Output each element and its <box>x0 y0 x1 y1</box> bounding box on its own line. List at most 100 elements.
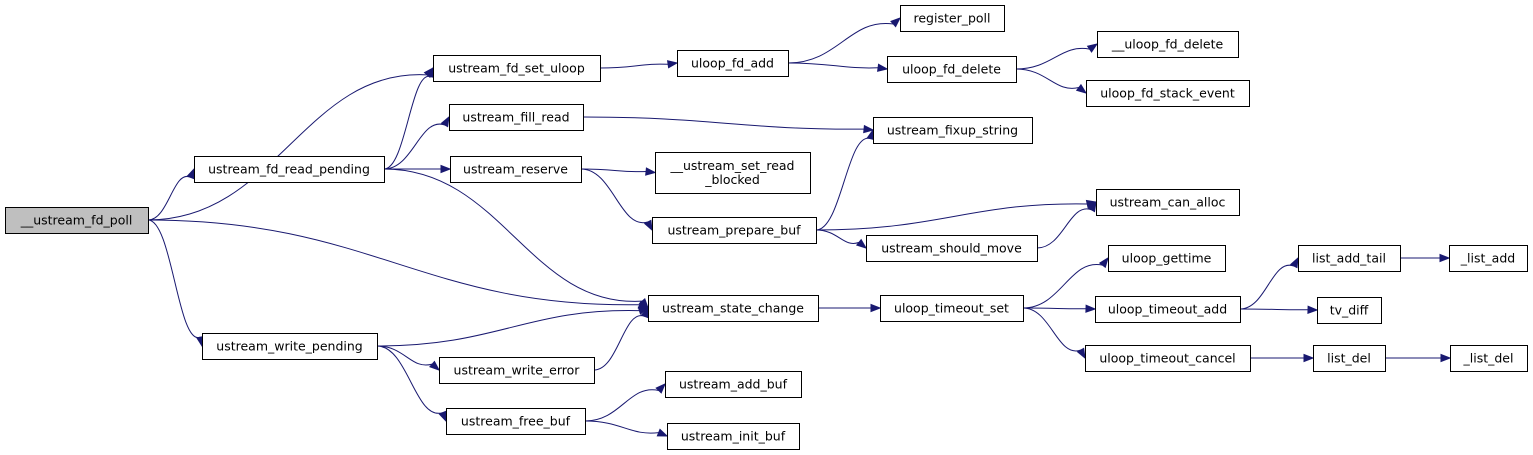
node-list-del[interactable]: list_del <box>1313 345 1386 372</box>
edge-fd_poll-to-state_change <box>147 219 640 306</box>
edge-prepare_buf-to-fixup_string <box>815 138 871 231</box>
edge-prepare_buf-to-should_move <box>815 229 860 244</box>
node-box <box>887 56 1017 83</box>
node-label: uloop_timeout_set <box>894 301 1009 316</box>
arrowhead-fd_read_pending-to-reserve <box>440 164 452 174</box>
node-box <box>873 117 1033 144</box>
node-set-read-blocked[interactable]: __ustream_set_read_blocked <box>655 152 811 194</box>
edge-uloop_fd_add-to-register_poll <box>787 23 894 64</box>
node-box <box>880 295 1024 322</box>
arrowhead-fd_read_pending-to-fill_read <box>440 115 450 128</box>
node-write-pending[interactable]: ustream_write_pending <box>202 333 378 360</box>
node-fill-read[interactable]: ustream_fill_read <box>449 104 584 131</box>
node-write-error[interactable]: ustream_write_error <box>439 357 595 384</box>
node-gettime[interactable]: uloop_gettime <box>1108 245 1226 272</box>
node-prepare-buf[interactable]: ustream_prepare_buf <box>652 217 817 244</box>
edge-fd_read_pending-to-fd_set_uloop <box>383 76 432 170</box>
edge-uloop_fd_add-to-uloop_fd_delete <box>787 62 879 69</box>
node-add-buf[interactable]: ustream_add_buf <box>665 371 802 398</box>
node-box <box>433 55 601 82</box>
nodes-layer: __ustream_fd_poll ustream_fd_set_uloopust… <box>5 5 1528 450</box>
node-label: ustream_fd_set_uloop <box>448 61 585 76</box>
node-label: ustream_reserve <box>463 162 568 177</box>
node-label: ustream_write_pending <box>216 339 362 354</box>
node-list-add-tail[interactable]: list_add_tail <box>1298 245 1401 272</box>
arrowhead-should_move-to-can_alloc <box>1087 200 1097 213</box>
node-box <box>652 217 817 244</box>
node-register-poll[interactable]: register_poll <box>900 5 1005 32</box>
arrowhead-fd_set_uloop-to-uloop_fd_add <box>666 60 679 69</box>
node-fixup-string[interactable]: ustream_fixup_string <box>873 117 1033 144</box>
arrowhead-uloop_fd_add-to-register_poll <box>890 17 902 28</box>
edge-should_move-to-can_alloc <box>1036 208 1092 249</box>
node-uloop-fd-add[interactable]: uloop_fd_add <box>677 50 789 77</box>
node-fd-read-pending[interactable]: ustream_fd_read_pending <box>194 156 385 183</box>
arrowhead-write_pending-to-state_change <box>637 306 650 315</box>
node-fd-set-uloop[interactable]: ustream_fd_set_uloop <box>433 55 601 82</box>
arrowhead-prepare_buf-to-should_move <box>855 238 868 249</box>
arrowhead-fill_read-to-fixup_string <box>863 124 875 134</box>
edge-fd_poll-to-write_pending <box>147 219 201 338</box>
node-state-change[interactable]: ustream_state_change <box>648 295 819 322</box>
arrowhead-uloop_fd_delete-to-uloop_fd_stack_event <box>1075 83 1088 94</box>
node-label: list_del <box>1327 351 1371 366</box>
node-uloop-fd-delete[interactable]: uloop_fd_delete <box>887 56 1017 83</box>
node-reserve[interactable]: ustream_reserve <box>450 156 582 183</box>
node-box <box>665 371 802 398</box>
arrowhead-timeout_cancel-to-list_del <box>1303 353 1315 363</box>
node-label: ustream_fd_read_pending <box>208 162 370 177</box>
node--list-add[interactable]: _list_add <box>1449 245 1528 272</box>
node-box <box>1085 345 1251 372</box>
node-label: __uloop_fd_delete <box>1111 37 1224 52</box>
arrowhead-list_del-to-_list_del <box>1440 353 1452 363</box>
node-label: __ustream_set_read <box>670 158 795 173</box>
arrowhead-reserve-to-prepare_buf <box>643 219 653 232</box>
node-box <box>450 156 582 183</box>
arrowhead-write_pending-to-write_error <box>429 360 441 371</box>
edge-fd_read_pending-to-fill_read <box>383 123 445 170</box>
node-should-move[interactable]: ustream_should_move <box>866 235 1038 262</box>
node-fd-poll[interactable]: __ustream_fd_poll <box>5 207 149 234</box>
node-label: uloop_timeout_add <box>1108 302 1227 317</box>
arrowhead-free_buf-to-init_buf <box>656 428 669 437</box>
node-timeout-add[interactable]: uloop_timeout_add <box>1095 296 1241 323</box>
edge-fd_poll-to-fd_read_pending <box>147 176 191 221</box>
node-label: _blocked <box>704 172 760 187</box>
node-box <box>446 408 586 435</box>
arrowhead-timeout_set-to-gettime <box>1098 256 1109 269</box>
edge-reserve-to-set_read_blocked <box>580 168 647 173</box>
node-uloop-fd-stack-event[interactable]: uloop_fd_stack_event <box>1086 80 1250 107</box>
arrowhead-uloop_fd_add-to-uloop_fd_delete <box>877 63 889 72</box>
node-box <box>1096 189 1240 216</box>
node-tv-diff[interactable]: tv_diff <box>1317 297 1382 324</box>
node-label: ustream_add_buf <box>679 377 788 392</box>
edge-timeout_add-to-list_add_tail <box>1239 264 1295 310</box>
arrowhead-timeout_add-to-list_add_tail <box>1289 256 1299 269</box>
node-box <box>1095 296 1241 323</box>
node-timeout-set[interactable]: uloop_timeout_set <box>880 295 1024 322</box>
node-label: register_poll <box>914 11 991 26</box>
node-box <box>648 295 819 322</box>
node-label: ustream_fill_read <box>462 110 569 125</box>
edge-uloop_fd_delete-to-uloop_fd_stack_event <box>1015 68 1079 89</box>
edge-fill_read-to-fixup_string <box>582 116 865 130</box>
node-box <box>900 5 1005 32</box>
node-init-buf[interactable]: ustream_init_buf <box>667 423 800 450</box>
node-box <box>1449 245 1528 272</box>
edge-timeout_set-to-timeout_cancel <box>1022 307 1081 352</box>
node-timeout-cancel[interactable]: uloop_timeout_cancel <box>1085 345 1251 372</box>
node-box <box>5 207 149 234</box>
node-label: _list_add <box>1460 251 1515 266</box>
edge-prepare_buf-to-can_alloc <box>815 203 1088 231</box>
node--list-del[interactable]: _list_del <box>1450 345 1528 372</box>
node-free-buf[interactable]: ustream_free_buf <box>446 408 586 435</box>
node-label: ustream_free_buf <box>461 414 571 429</box>
node-label: list_add_tail <box>1312 251 1386 266</box>
node-label: ustream_state_change <box>662 301 804 316</box>
node-label: ustream_init_buf <box>681 429 786 444</box>
edge-uloop_fd_delete-to-__uloop_fd_delete <box>1015 47 1090 70</box>
node---uloop-fd-delete[interactable]: __uloop_fd_delete <box>1097 31 1239 58</box>
node-label: uloop_gettime <box>1122 251 1212 266</box>
node-can-alloc[interactable]: ustream_can_alloc <box>1096 189 1240 216</box>
